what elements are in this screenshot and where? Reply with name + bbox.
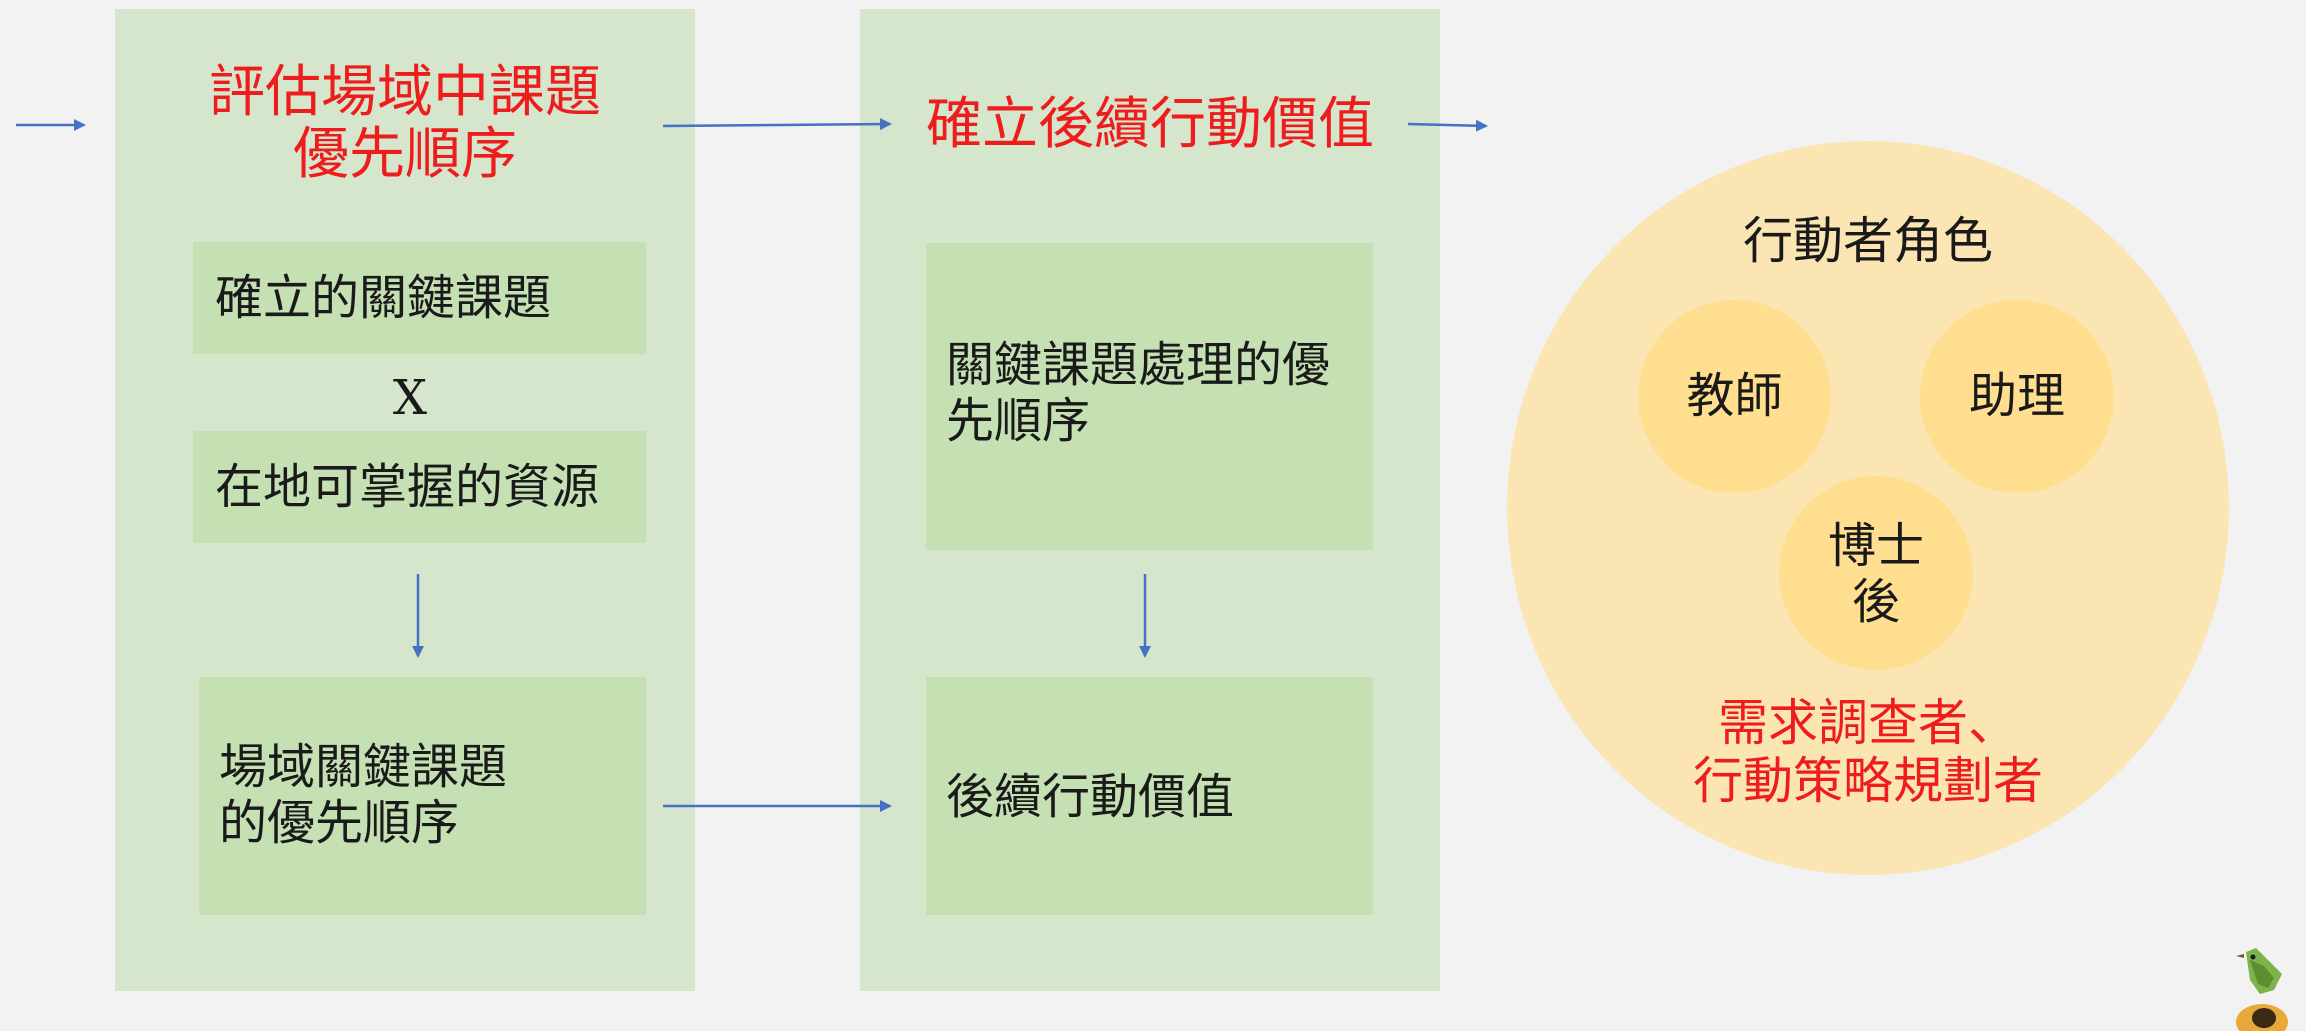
role-circle-postdoc (1779, 476, 1973, 670)
role-label-postdoc: 博士 後 (1827, 518, 1924, 630)
box-key-issues: 確立的關鍵課題 (193, 242, 646, 354)
actors-title: 行動者角色 (1743, 212, 1993, 270)
left-panel-title: 評估場域中課題 優先順序 (209, 60, 601, 187)
box-handling-priority: 關鍵課題處理的優 先順序 (926, 243, 1373, 550)
role-label-assistant: 助理 (1968, 368, 2065, 424)
bird-on-branch-icon (2236, 948, 2288, 1031)
box-local-resources-label: 在地可掌握的資源 (215, 459, 600, 515)
box-action-value-label: 後續行動價值 (946, 769, 1235, 825)
role-circle-assistant (1920, 300, 2114, 493)
box-key-issues-label: 確立的關鍵課題 (215, 270, 552, 326)
box-local-resources: 在地可掌握的資源 (193, 431, 646, 543)
role-label-teacher: 教師 (1686, 368, 1783, 424)
box-issue-priority-label: 場域關鍵課題 的優先順序 (219, 739, 508, 851)
box-issue-priority: 場域關鍵課題 的優先順序 (199, 677, 646, 915)
arrow-left-to-middle-top (662, 118, 892, 131)
role-circle-teacher (1638, 300, 1831, 493)
box-handling-priority-label: 關鍵課題處理的優 先順序 (946, 337, 1331, 449)
middle-panel-title: 確立後續行動價值 (926, 92, 1374, 157)
multiply-sign: X (392, 370, 428, 426)
actors-caption: 需求調查者、 行動策略規劃者 (1693, 694, 2043, 810)
box-action-value: 後續行動價值 (926, 677, 1373, 915)
